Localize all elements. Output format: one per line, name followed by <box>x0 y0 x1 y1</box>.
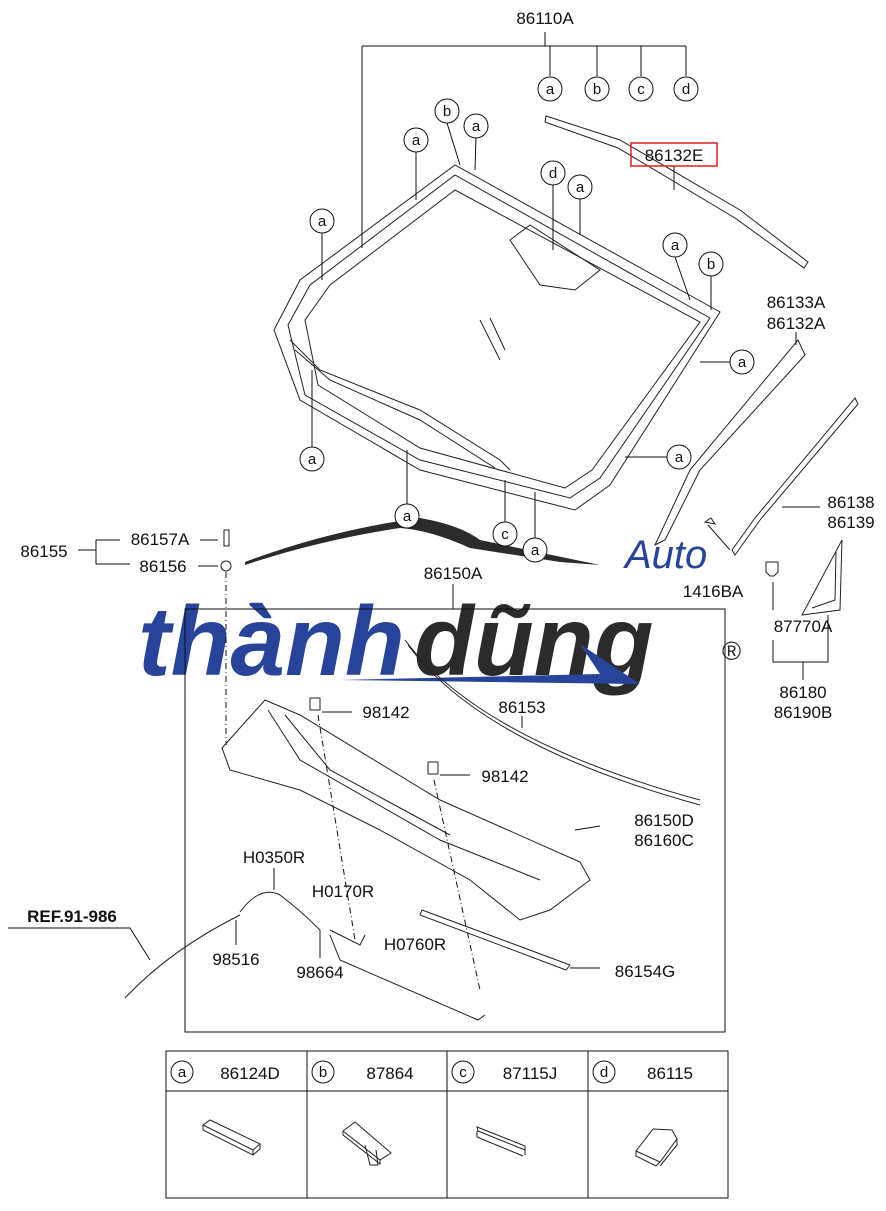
label-98142-2: 98142 <box>481 767 528 786</box>
label-86180: 86180 <box>779 683 826 702</box>
svg-text:a: a <box>308 451 317 468</box>
label-86154g: 86154G <box>615 962 676 981</box>
watermark-brand-1: thành <box>138 586 405 696</box>
label-h0760r: H0760R <box>384 935 446 954</box>
clip-1416ba <box>703 517 731 551</box>
svg-text:b: b <box>707 256 715 273</box>
label-86157a: 86157A <box>131 530 190 549</box>
svg-text:a: a <box>546 81 555 98</box>
label-86160c: 86160C <box>634 831 694 850</box>
svg-text:a: a <box>178 1064 187 1081</box>
hose-h0350r <box>239 891 321 931</box>
label-1416ba: 1416BA <box>683 582 744 601</box>
part-labels: 86110A 86132E 86133A 86132A 86138 86139 … <box>20 9 874 982</box>
part-87864-shape <box>342 1121 392 1166</box>
label-86139: 86139 <box>827 513 874 532</box>
svg-text:a: a <box>738 354 747 371</box>
label-98664: 98664 <box>296 963 343 982</box>
garnish <box>801 539 843 616</box>
seal-86154g <box>419 909 571 971</box>
label-86150d: 86150D <box>634 811 694 830</box>
part-87115j-shape <box>476 1126 526 1157</box>
watermark-logo: thành dũng Auto ® <box>138 518 741 696</box>
svg-text:c: c <box>459 1064 467 1081</box>
svg-text:a: a <box>576 179 585 196</box>
svg-text:c: c <box>637 81 645 98</box>
svg-text:c: c <box>501 526 509 543</box>
label-86110a: 86110A <box>516 9 574 28</box>
legend-table: a b c d 86124D 87864 87115J 86115 <box>165 1050 729 1199</box>
svg-text:d: d <box>682 81 690 98</box>
part-86115-shape <box>635 1128 678 1167</box>
weatherstrip <box>404 639 701 806</box>
label-86153: 86153 <box>498 698 545 717</box>
svg-text:b: b <box>593 81 601 98</box>
cowl-box <box>184 608 726 1033</box>
cowl-panel <box>221 699 591 921</box>
svg-text:a: a <box>412 132 421 149</box>
nut-86156 <box>220 560 232 572</box>
svg-text:a: a <box>531 542 540 559</box>
watermark-swoosh <box>340 644 640 684</box>
label-86190b: 86190B <box>774 703 833 722</box>
legend-part-c: 87115J <box>503 1064 558 1083</box>
clip-87770a <box>765 561 779 577</box>
legend-part-b: 87864 <box>366 1064 413 1083</box>
callouts: a b c d b a a a d a a b a a a a c a <box>299 76 755 563</box>
top-molding <box>544 115 809 269</box>
label-87770a: 87770A <box>774 617 833 636</box>
label-h0170r: H0170R <box>312 882 374 901</box>
bolt-86157a <box>223 529 230 547</box>
svg-text:b: b <box>319 1064 327 1081</box>
label-86132e: 86132E <box>645 146 704 165</box>
label-98516: 98516 <box>212 950 259 969</box>
svg-text:d: d <box>549 165 557 182</box>
label-98142: 98142 <box>362 703 409 722</box>
legend-part-d: 86115 <box>647 1064 693 1083</box>
label-ref: REF.91-986 <box>27 907 117 926</box>
legend-part-a: 86124D <box>220 1064 280 1083</box>
side-molding <box>653 339 806 547</box>
hose-h0760r <box>329 934 486 1021</box>
label-h0350r: H0350R <box>243 848 305 867</box>
label-86156: 86156 <box>139 557 186 576</box>
watermark-registered: ® <box>722 636 741 666</box>
svg-text:a: a <box>671 237 680 254</box>
label-86150a: 86150A <box>424 564 483 583</box>
label-86138: 86138 <box>827 493 874 512</box>
part-86124d-shape <box>202 1119 261 1156</box>
label-86132a: 86132A <box>767 314 826 333</box>
windshield-glass <box>273 164 721 511</box>
svg-text:a: a <box>472 118 481 135</box>
svg-text:b: b <box>443 103 451 120</box>
svg-text:a: a <box>675 449 684 466</box>
label-86155: 86155 <box>20 542 67 561</box>
watermark-car-silhouette <box>245 518 600 565</box>
svg-text:a: a <box>318 213 327 230</box>
pillar-trim <box>731 397 859 556</box>
hose-h0170r <box>329 929 366 946</box>
assembly-bracket <box>361 32 687 248</box>
svg-text:a: a <box>403 508 412 525</box>
svg-text:d: d <box>600 1064 608 1081</box>
label-86133a: 86133A <box>767 293 826 312</box>
